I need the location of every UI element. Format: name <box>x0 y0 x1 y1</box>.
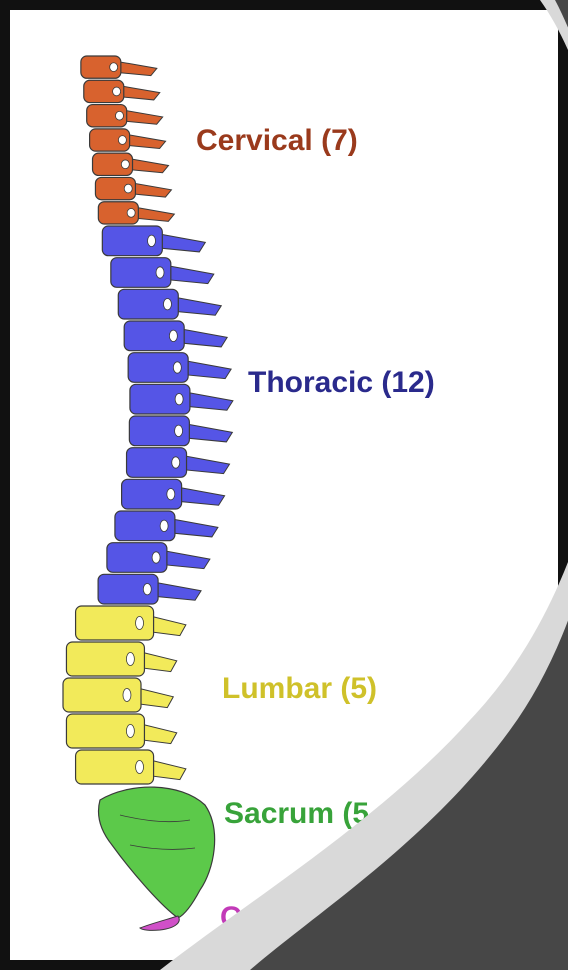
slide: Cervical (7) Thoracic (12) Lumbar (5) Sa… <box>0 0 568 970</box>
decorative-swoosh-overlay <box>0 0 568 970</box>
